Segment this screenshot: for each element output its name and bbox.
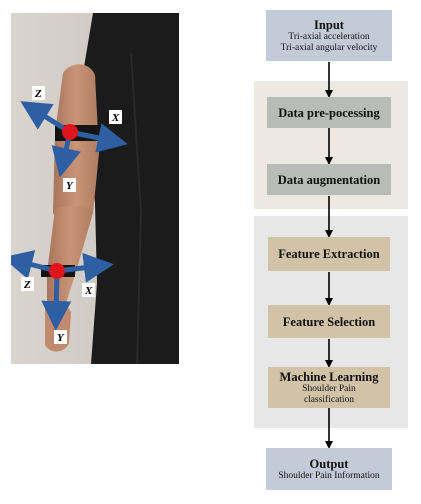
learning-title: Machine Learning [279,369,379,384]
upper-x-label: X [111,112,120,124]
output-title: Output [309,456,349,471]
learning-line-2: classification [303,394,355,405]
lower-y-label: Y [57,332,65,344]
extraction-title: Feature Extraction [278,247,380,261]
augmentation-box: Data augmentation [267,164,391,195]
input-title: Input [314,17,344,32]
extraction-box: Feature Extraction [268,237,390,271]
upper-sensor [62,124,78,140]
learning-box: Machine Learning Shoulder Pain classific… [268,367,390,408]
selection-title: Feature Selection [282,314,376,329]
output-line-1: Shoulder Pain Information [278,470,380,481]
lower-sensor [49,263,65,279]
selection-box: Feature Selection [268,305,390,338]
lower-z-label: Z [23,279,31,291]
input-line-1: Tri-axial acceleration [288,31,370,42]
output-box: Output Shoulder Pain Information [266,448,392,490]
upper-y-label: Y [66,180,74,192]
preprocessing-title: Data pre-pocessing [278,105,380,120]
lower-axis-labels: Z X Y [21,277,95,344]
arm-photo: Z X Y Z X Y [11,13,179,364]
preprocessing-box: Data pre-pocessing [267,97,391,128]
input-box: Input Tri-axial acceleration Tri-axial a… [266,10,392,61]
augmentation-title: Data augmentation [277,172,381,187]
lower-x-label: X [84,285,93,297]
shirt-fold [130,52,143,364]
upper-z-label: Z [34,88,42,100]
learning-line-1: Shoulder Pain [302,383,356,394]
input-line-2: Tri-axial angular velocity [280,42,378,53]
upper-axis-labels: Z X Y [32,86,122,192]
